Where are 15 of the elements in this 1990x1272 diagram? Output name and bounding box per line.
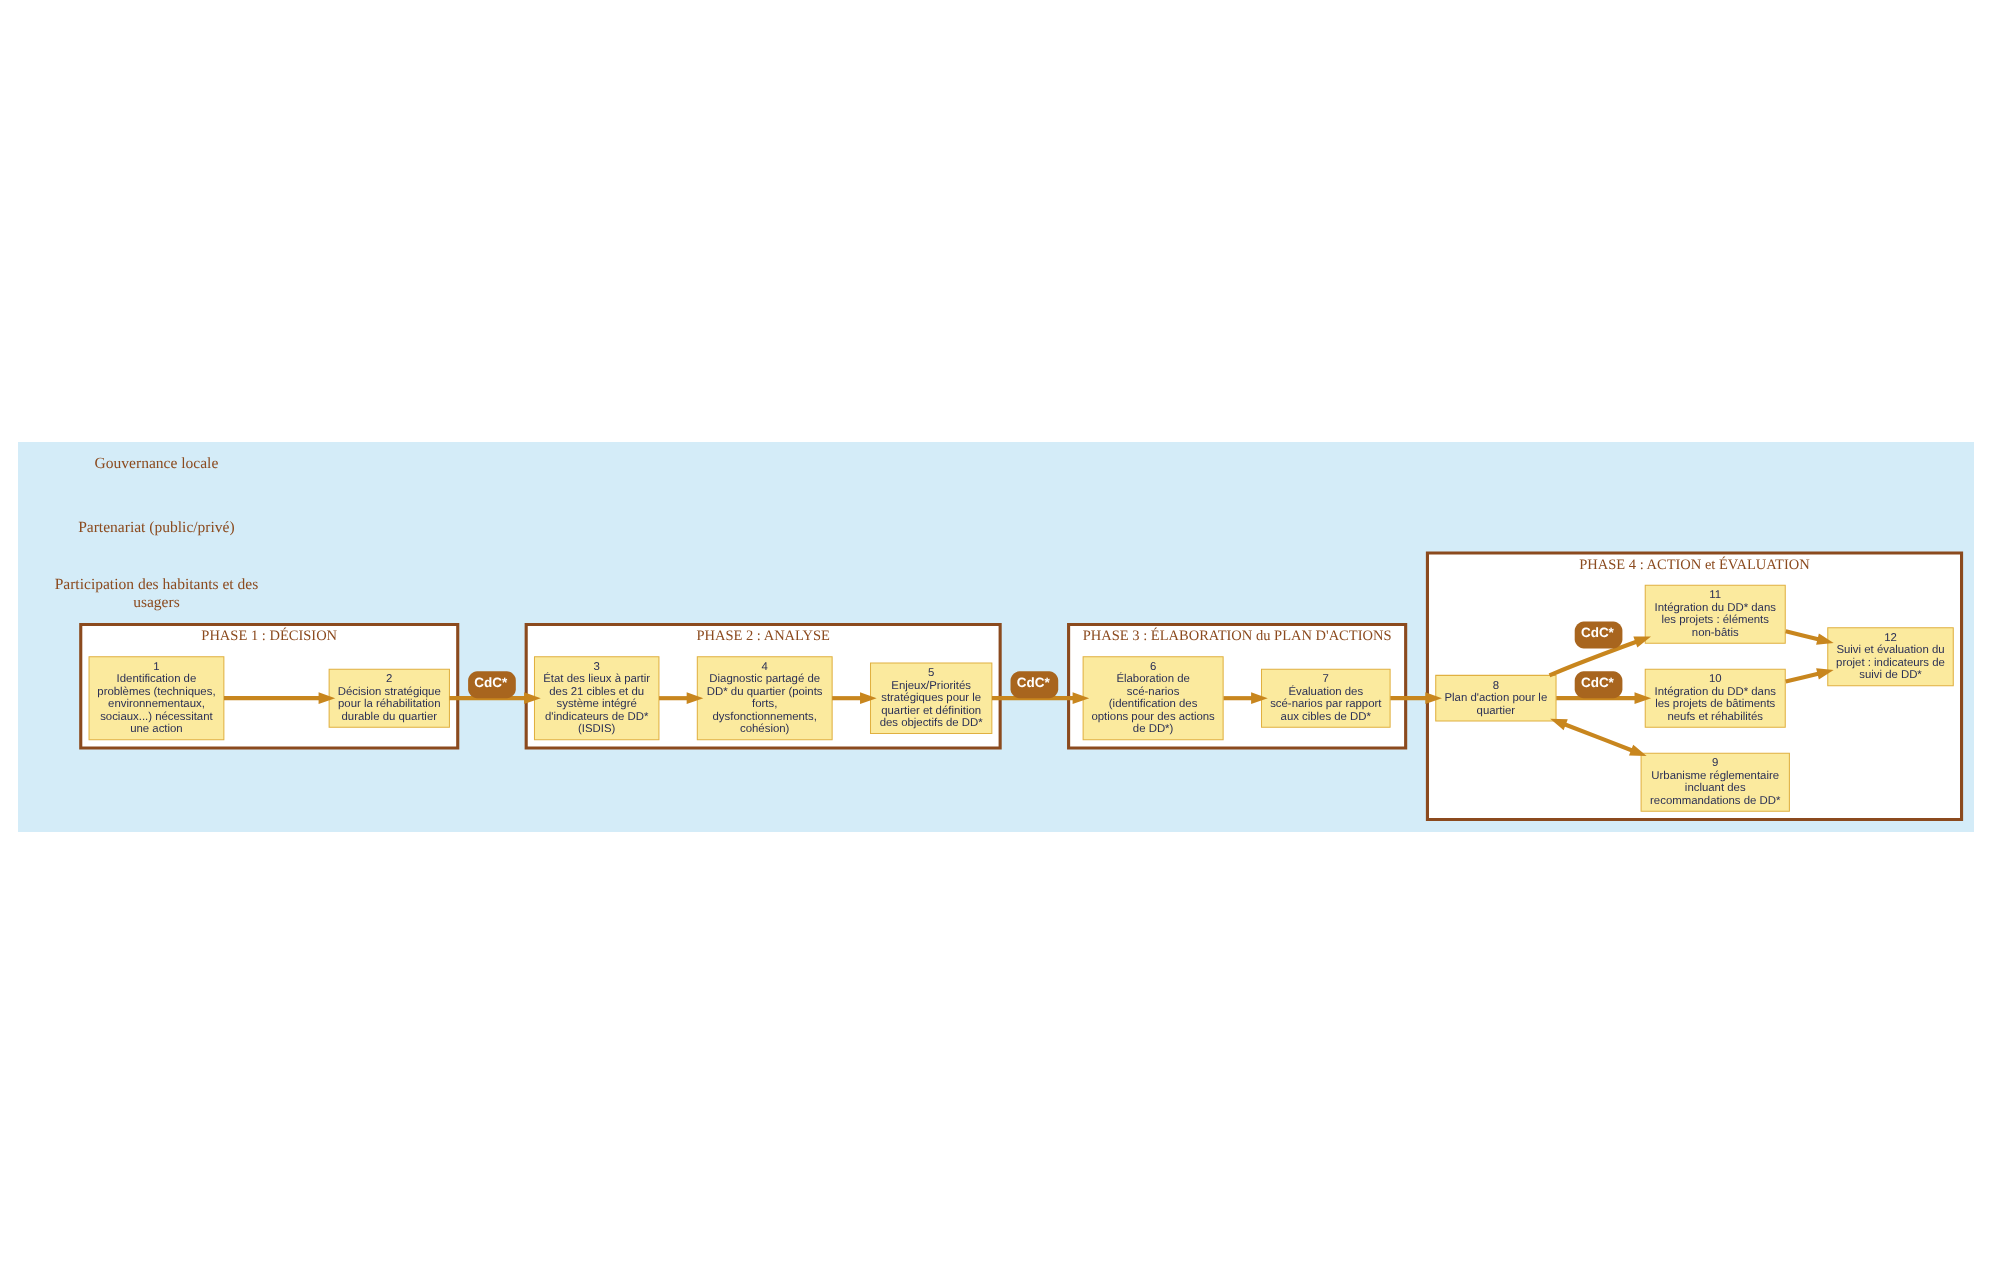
arrow [1549, 717, 1646, 756]
arrow [1389, 691, 1441, 703]
label: Participation des habitants et des usagers [53, 574, 258, 610]
label: Partenariat (public/privé) [77, 516, 234, 535]
arrow [222, 691, 335, 703]
arrow [448, 691, 540, 703]
arrow [1222, 691, 1267, 703]
arrow [1784, 628, 1833, 644]
arrow [658, 691, 703, 703]
label: Gouvernance locale [93, 453, 218, 472]
arrow [991, 691, 1089, 703]
arrow [831, 691, 876, 703]
arrow [1547, 635, 1650, 677]
arrow [1784, 667, 1833, 683]
arrow [1555, 691, 1651, 703]
